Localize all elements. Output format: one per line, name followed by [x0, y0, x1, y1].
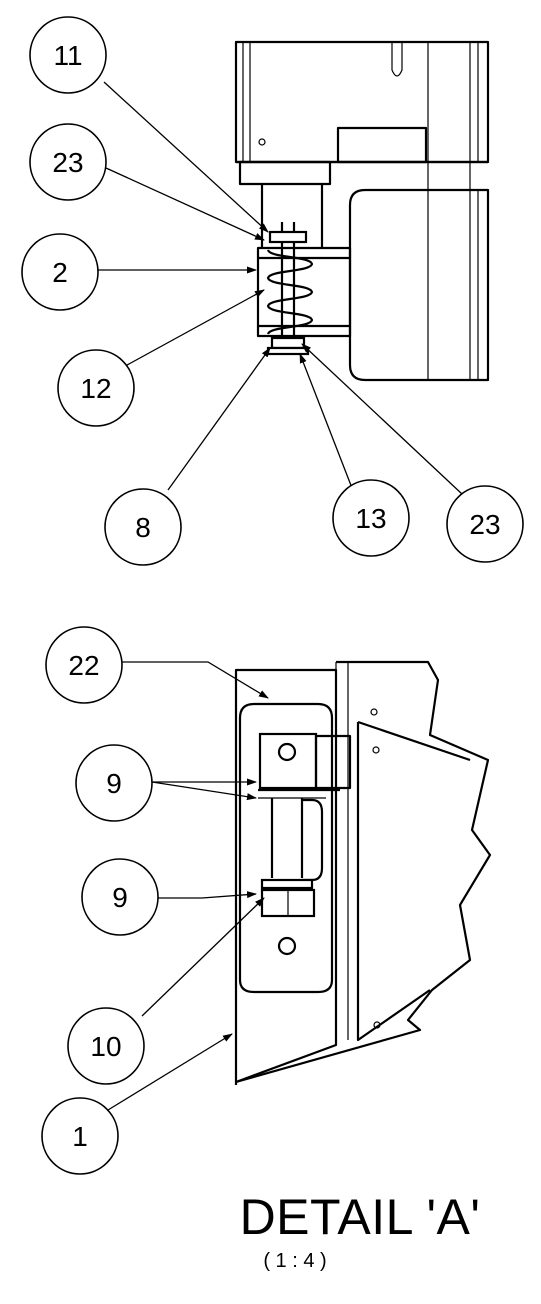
balloon-label: 9 [112, 882, 128, 913]
balloon-10: 10 [67, 1007, 145, 1085]
balloon-label: 10 [90, 1031, 121, 1062]
balloon-8: 8 [104, 488, 182, 566]
right-frame [234, 660, 492, 1085]
right-body [348, 162, 490, 382]
bottom-view [234, 660, 492, 1085]
balloon-22: 22 [45, 626, 123, 704]
balloon-11: 11 [29, 16, 107, 94]
balloon-9: 9 [81, 858, 159, 936]
balloon-13: 13 [332, 479, 410, 557]
detail-title: DETAIL 'A' [239, 1189, 481, 1245]
balloon-label: 12 [80, 373, 111, 404]
spring-assembly [266, 222, 314, 356]
top-view [234, 40, 490, 382]
balloon-label: 23 [52, 147, 83, 178]
balloon-label: 1 [72, 1121, 88, 1152]
balloon-2: 2 [21, 233, 99, 311]
balloon-label: 11 [53, 40, 82, 71]
balloon-label: 2 [52, 257, 68, 288]
balloon-23: 23 [29, 123, 107, 201]
balloon-label: 22 [68, 650, 99, 681]
balloon-label: 9 [106, 768, 122, 799]
mounting-plate [234, 668, 338, 1084]
hinge-hardware [258, 732, 352, 956]
upper-housing [234, 40, 490, 164]
balloon-23: 23 [446, 485, 524, 563]
balloon-label: 13 [355, 503, 386, 534]
balloon-12: 12 [57, 349, 135, 427]
balloon-9: 9 [75, 744, 153, 822]
detail-scale: ( 1 : 4 ) [263, 1250, 327, 1272]
leader-lines [98, 81, 463, 1111]
balloon-1: 1 [41, 1097, 119, 1175]
spring-bracket [256, 246, 352, 338]
balloon-label: 8 [135, 512, 151, 543]
balloon-label: 23 [469, 509, 500, 540]
